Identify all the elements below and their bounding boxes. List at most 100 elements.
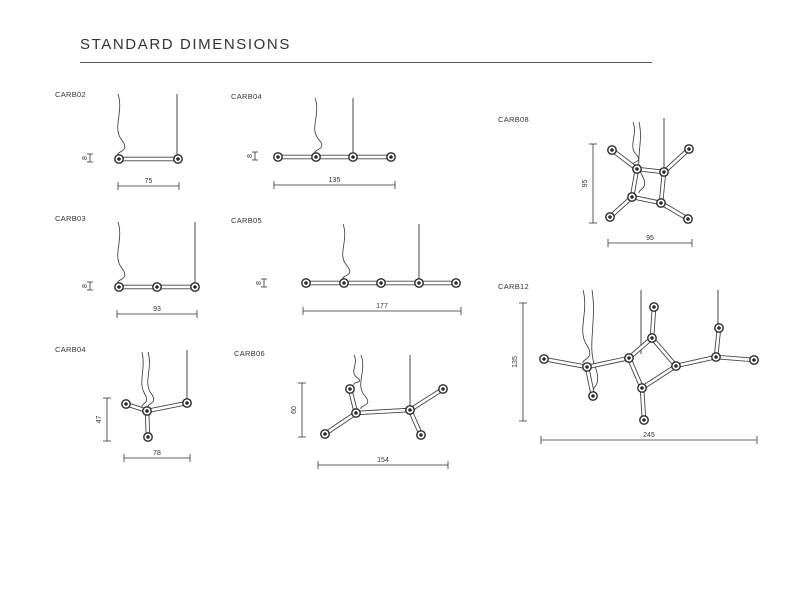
fixture-carb05 (301, 223, 461, 288)
power-cable (638, 121, 646, 194)
fixture-carb04-star (121, 350, 192, 442)
power-cable (314, 97, 323, 154)
node-dot (145, 409, 149, 413)
frame-bar (546, 357, 585, 369)
frame-bar (281, 154, 313, 160)
frame-bar (589, 356, 627, 369)
node-dot (342, 281, 346, 285)
frame-bar (348, 391, 358, 411)
frame-bar (678, 355, 714, 368)
frame-bar (128, 402, 145, 413)
frame-bar (149, 401, 185, 413)
frame-bar (628, 359, 643, 387)
frame-bar (652, 338, 676, 366)
node-dot (640, 386, 644, 390)
node-dot (176, 157, 180, 161)
dim-carb08-width: 95 (607, 235, 693, 247)
node-dot (627, 356, 631, 360)
dim-value: 75 (145, 178, 153, 185)
fixtures-layer (114, 93, 759, 442)
frame-bar (714, 330, 721, 355)
node-dot (686, 217, 690, 221)
node-dot (419, 433, 423, 437)
power-cable (582, 289, 591, 364)
fixture-carb08 (605, 118, 694, 224)
dim-value: 93 (153, 306, 161, 313)
frame-bar (356, 154, 388, 160)
label-carb04-b: CARB04 (55, 345, 86, 354)
dim-value: 177 (376, 303, 388, 310)
dim-value: 47 (96, 416, 103, 424)
dim-value: 95 (582, 180, 589, 188)
node-dot (752, 358, 756, 362)
node-dot (687, 147, 691, 151)
frame-bar (649, 309, 657, 336)
dim-carb03-width: 93 (116, 306, 198, 318)
dim-carb02-width: 75 (117, 178, 180, 190)
node-dot (635, 167, 639, 171)
node-dot (441, 387, 445, 391)
node-dot (117, 157, 121, 161)
fixture-carb03 (114, 221, 200, 292)
frame-bar (411, 388, 442, 411)
fixture-carb02 (114, 93, 183, 164)
label-carb03: CARB03 (55, 214, 86, 223)
node-dot (662, 170, 666, 174)
node-dot (117, 285, 121, 289)
label-carb12: CARB12 (498, 282, 529, 291)
node-dot (276, 155, 280, 159)
frame-bar (613, 150, 636, 169)
dim-carb04b-width: 78 (123, 450, 191, 462)
frame-bar (422, 280, 453, 286)
node-dot (146, 435, 150, 439)
dim-value: 95 (646, 235, 654, 242)
node-dot (642, 418, 646, 422)
frame-bar (718, 354, 752, 363)
node-dot (659, 201, 663, 205)
node-dot (351, 155, 355, 159)
dim-value: 245 (643, 432, 655, 439)
dim-value: 60 (291, 406, 298, 414)
frame-bar (610, 197, 632, 217)
node-dot (630, 195, 634, 199)
node-dot (323, 432, 327, 436)
node-dot (348, 387, 352, 391)
dim-carb04b-height: 47 (96, 397, 111, 442)
node-dot (591, 394, 595, 398)
power-cable (360, 354, 369, 410)
label-carb02: CARB02 (55, 90, 86, 99)
dim-value: 135 (512, 356, 519, 368)
frame-bar (347, 280, 378, 286)
dim-carb05-width: 177 (302, 303, 462, 315)
dim-carb12-width: 245 (540, 432, 758, 444)
frame-bar (122, 284, 154, 290)
frame-bar (160, 284, 192, 290)
node-dot (650, 336, 654, 340)
node-dot (354, 411, 358, 415)
dim-carb06-width: 154 (317, 457, 449, 469)
title-rule (80, 62, 652, 63)
fixture-carb06 (320, 354, 448, 440)
frame-bar (629, 338, 652, 358)
frame-bar (319, 154, 350, 160)
power-cable (141, 351, 147, 408)
label-carb05: CARB05 (231, 216, 262, 225)
dim-carb05-height: 8 (256, 278, 267, 288)
frame-bar (585, 369, 595, 394)
node-dot (585, 365, 589, 369)
node-dot (155, 285, 159, 289)
power-cable (147, 351, 155, 408)
node-dot (185, 401, 189, 405)
dim-value: 8 (256, 281, 263, 285)
fixture-carb12 (539, 289, 759, 425)
node-dot (652, 305, 656, 309)
power-cable (632, 121, 640, 166)
label-carb06: CARB06 (234, 349, 265, 358)
node-dot (304, 281, 308, 285)
power-cable (342, 223, 351, 280)
node-dot (542, 357, 546, 361)
dim-carb06-height: 60 (291, 382, 306, 438)
node-dot (314, 155, 318, 159)
